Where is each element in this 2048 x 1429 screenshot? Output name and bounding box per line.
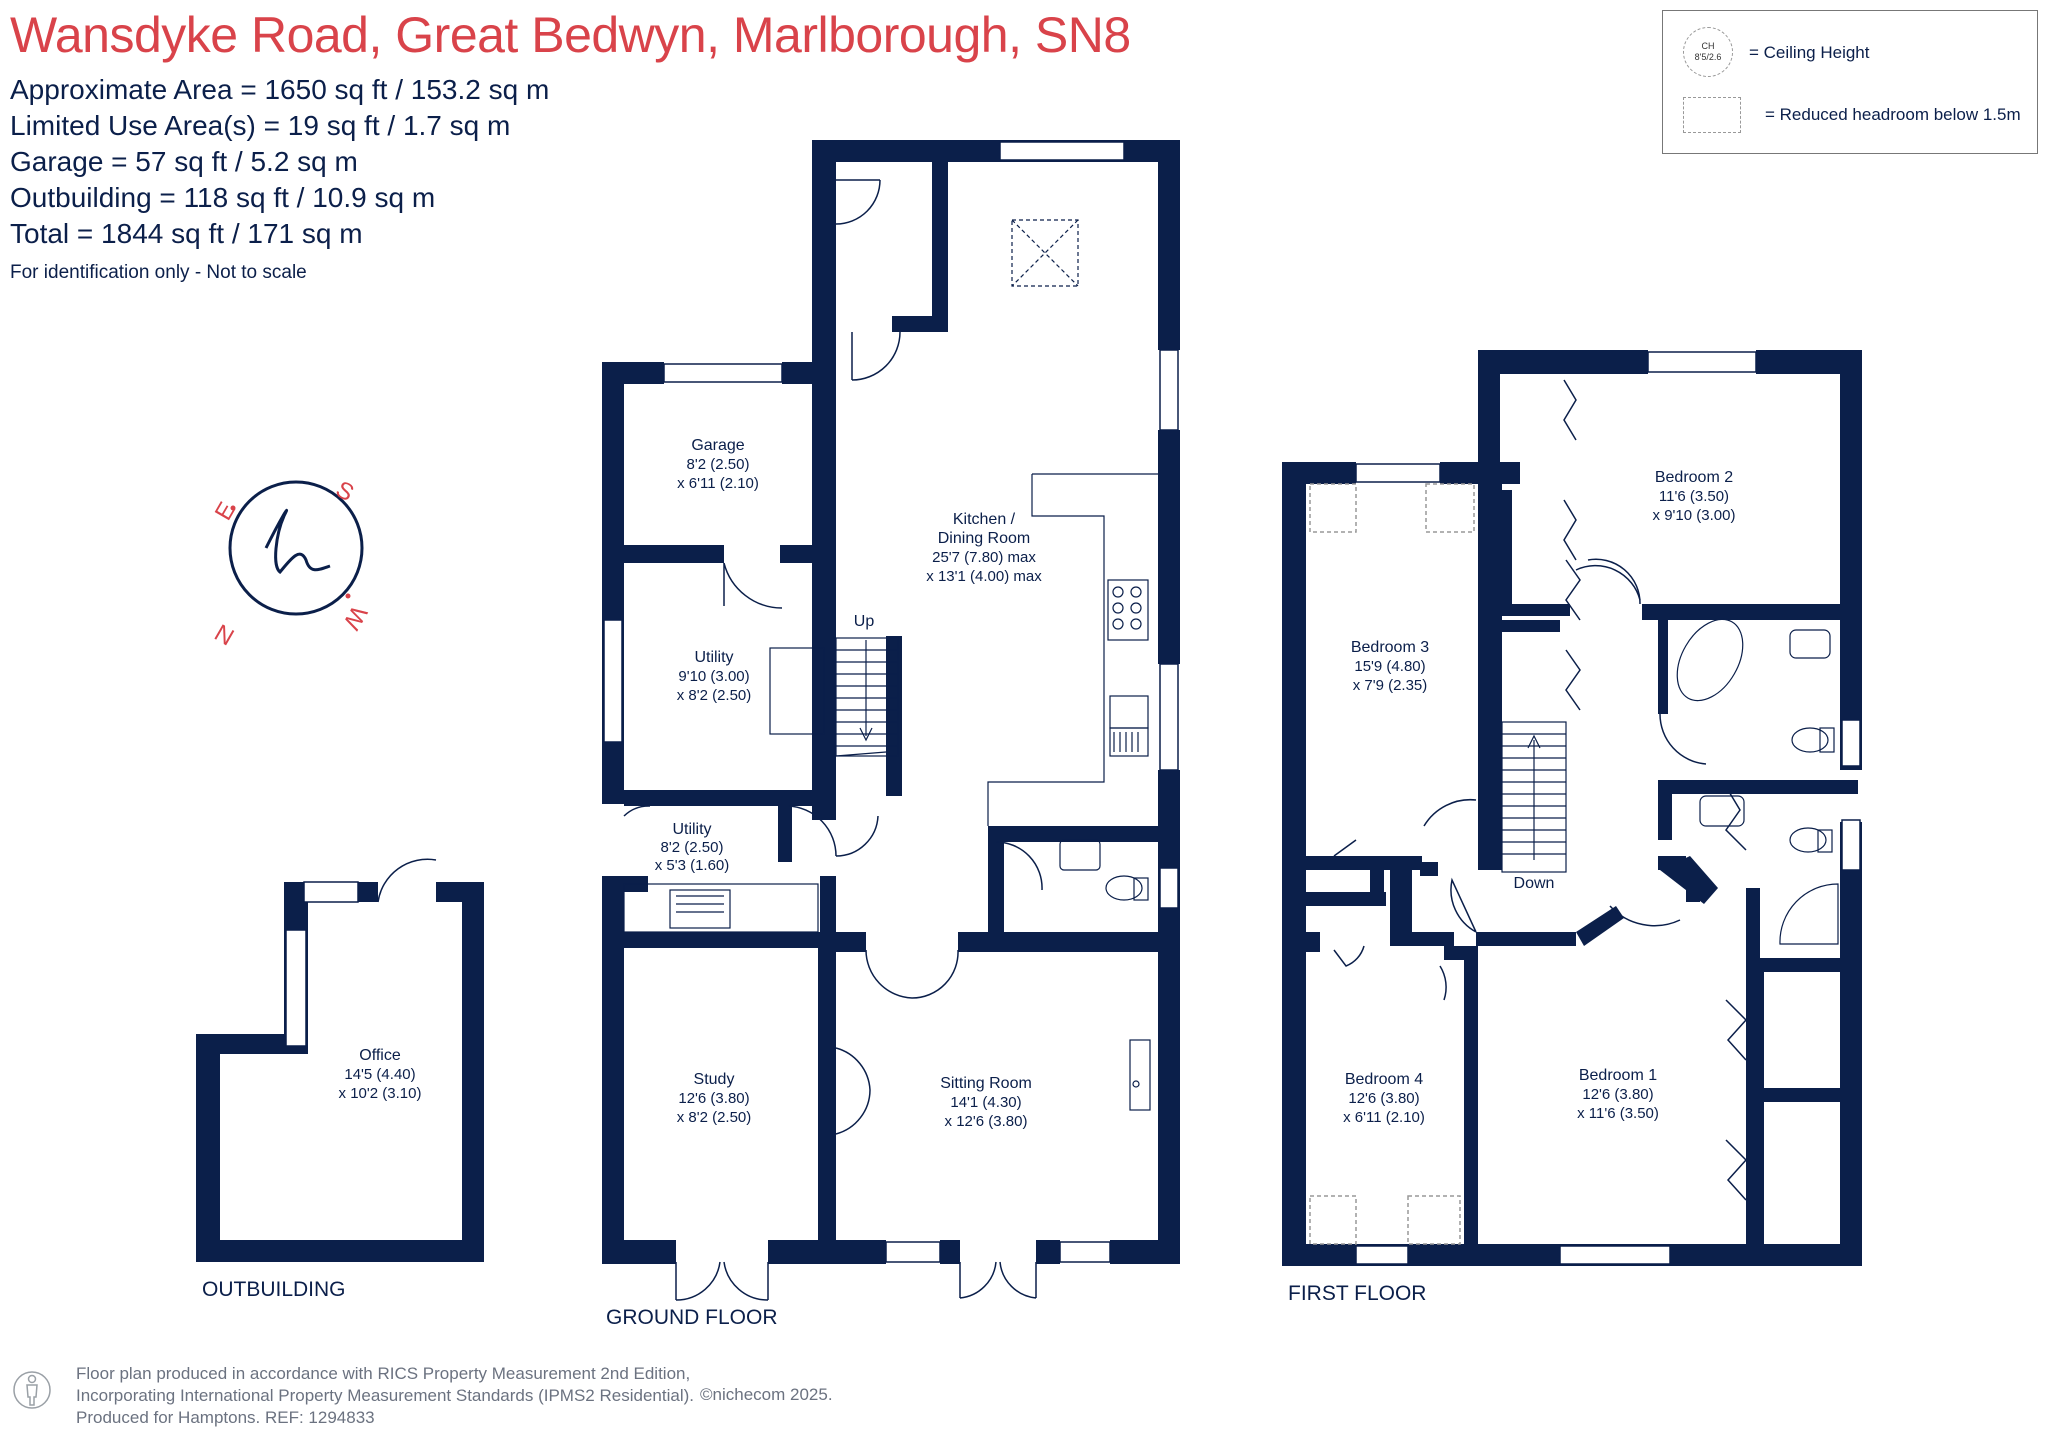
floor-ground: GROUND FLOOR: [606, 1306, 778, 1329]
area-outbuilding: Outbuilding = 118 sq ft / 10.9 sq m: [10, 182, 436, 213]
room-utility2-d1: 8'2 (2.50): [661, 839, 724, 856]
compass-logo: S E N W: [210, 476, 372, 650]
room-study-d2: x 8'2 (2.50): [677, 1109, 752, 1126]
room-kitchen-d1: 25'7 (7.80) max: [932, 549, 1036, 566]
room-office-d1: 14'5 (4.40): [344, 1066, 415, 1083]
room-study-d1: 12'6 (3.80): [678, 1090, 749, 1107]
first-floor-walls: [1282, 350, 1862, 1266]
utility-sink-icon: [669, 889, 731, 929]
stairs-up-label: Up: [854, 613, 875, 630]
room-bedroom2-name: Bedroom 2: [1655, 469, 1733, 486]
room-bedroom2-d1: 11'6 (3.50): [1659, 488, 1729, 505]
room-utility1-d2: x 8'2 (2.50): [677, 687, 752, 704]
floor-outbuilding: OUTBUILDING: [202, 1278, 346, 1301]
ensuite-basin-icon: [1699, 795, 1745, 827]
legend-ceiling-height: = Ceiling Height: [1749, 43, 1870, 62]
floor-captions: OUTBUILDING GROUND FLOOR FIRST FLOOR: [202, 1278, 1426, 1329]
room-bedroom2-d2: x 9'10 (3.00): [1653, 507, 1736, 524]
ceiling-height-symbol-top: CH: [1701, 41, 1715, 51]
stairs: [835, 637, 1567, 873]
room-bedroom1-d2: x 11'6 (3.50): [1577, 1105, 1659, 1122]
footer-line-1: Floor plan produced in accordance with R…: [76, 1364, 691, 1383]
room-kitchen-name: Kitchen /: [953, 511, 1016, 528]
room-office-name: Office: [359, 1047, 401, 1064]
fireplace-icon: [1129, 1039, 1151, 1111]
floor-first: FIRST FLOOR: [1288, 1282, 1426, 1305]
cloakroom-basin-icon: [1059, 839, 1101, 871]
outbuilding-walls: [196, 882, 484, 1262]
room-study-name: Study: [694, 1071, 735, 1088]
door-swings: [377, 179, 1748, 1301]
reduced-headroom-areas: [1309, 483, 1475, 1245]
room-bedroom4-d2: x 6'11 (2.10): [1343, 1109, 1425, 1126]
room-utility1-d1: 9'10 (3.00): [678, 668, 749, 685]
bathroom-basin-icon: [1789, 629, 1831, 659]
room-bedroom4-d1: 12'6 (3.80): [1348, 1090, 1419, 1107]
footer-line-3: Produced for Hamptons. REF: 1294833: [76, 1408, 375, 1427]
bath-icon: [1676, 618, 1744, 702]
ceiling-height-symbol-bottom: 8'5/2.6: [1694, 52, 1722, 62]
stairs-down-label: Down: [1514, 875, 1555, 892]
shower-icon: [1779, 883, 1839, 945]
compass-s: S: [331, 476, 358, 507]
area-approximate: Approximate Area = 1650 sq ft / 153.2 sq…: [10, 74, 550, 105]
bathroom-wc-icon: [1791, 727, 1829, 753]
brand-copyright: ©nichecom 2025.: [700, 1385, 833, 1404]
room-garage-d2: x 6'11 (2.10): [677, 475, 759, 492]
ceiling-height-symbol: CH 8'5/2.6: [1683, 27, 1733, 77]
room-garage-d1: 8'2 (2.50): [687, 456, 750, 473]
page-title: Wansdyke Road, Great Bedwyn, Marlborough…: [10, 7, 1131, 63]
room-sitting-d2: x 12'6 (3.80): [945, 1113, 1028, 1130]
room-office-d2: x 10'2 (3.10): [339, 1085, 422, 1102]
legend-reduced-headroom: = Reduced headroom below 1.5m: [1765, 105, 2021, 124]
area-limited-use: Limited Use Area(s) = 19 sq ft / 1.7 sq …: [10, 110, 511, 141]
cloakroom-wc-icon: [1105, 875, 1143, 901]
sink-icon: [1109, 695, 1149, 729]
person-icon: [13, 1371, 51, 1409]
room-utility2-name: Utility: [672, 821, 711, 838]
room-bedroom3-d1: 15'9 (4.80): [1354, 658, 1425, 675]
room-sitting-d1: 14'1 (4.30): [950, 1094, 1021, 1111]
room-bedroom3-d2: x 7'9 (2.35): [1353, 677, 1428, 694]
room-kitchen-d2: x 13'1 (4.00) max: [926, 568, 1042, 585]
identification-note: For identification only - Not to scale: [10, 262, 307, 283]
area-total: Total = 1844 sq ft / 171 sq m: [10, 218, 363, 249]
room-labels: Garage 8'2 (2.50) x 6'11 (2.10) Kitchen …: [339, 437, 1736, 1130]
room-bedroom1-d1: 12'6 (3.80): [1582, 1086, 1653, 1103]
room-bedroom1-name: Bedroom 1: [1579, 1067, 1657, 1084]
room-kitchen-name2: Dining Room: [938, 530, 1030, 547]
footer-line-2: Incorporating International Property Mea…: [76, 1386, 694, 1405]
reduced-headroom-symbol: [1683, 97, 1741, 133]
skylight-icon: [1011, 219, 1079, 287]
room-sitting-name: Sitting Room: [940, 1075, 1032, 1092]
room-garage-name: Garage: [691, 437, 744, 454]
ensuite-wc-icon: [1789, 827, 1827, 853]
room-bedroom3-name: Bedroom 3: [1351, 639, 1429, 656]
hob-icon: [1107, 579, 1149, 641]
room-bedroom4-name: Bedroom 4: [1345, 1071, 1423, 1088]
windows: [285, 141, 1861, 1265]
legend-box: CH 8'5/2.6 = Ceiling Height = Reduced he…: [1662, 10, 2038, 154]
room-utility1-name: Utility: [694, 649, 733, 666]
compass-w: W: [337, 601, 372, 634]
kitchen-fittings: [623, 219, 1839, 1111]
footer-notes: Floor plan produced in accordance with R…: [76, 1363, 694, 1429]
compass-n: N: [210, 618, 239, 650]
room-utility2-d2: x 5'3 (1.60): [655, 857, 730, 874]
area-garage: Garage = 57 sq ft / 5.2 sq m: [10, 146, 358, 177]
